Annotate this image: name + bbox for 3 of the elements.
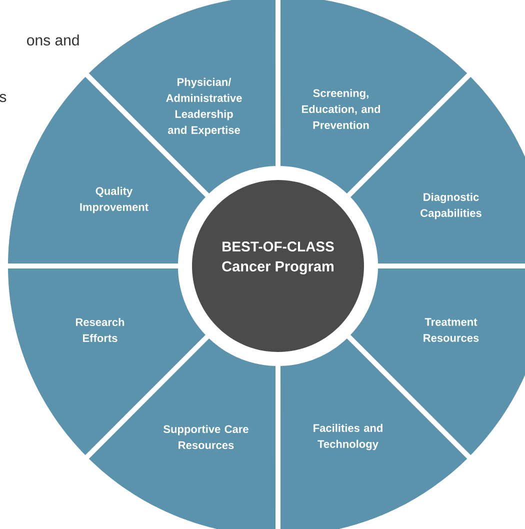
- segment: Screening, Education, and Prevention: [280, 0, 468, 194]
- body-text: ons and: [27, 34, 79, 46]
- node-label: Diagnostic Capabilities: [420, 192, 482, 220]
